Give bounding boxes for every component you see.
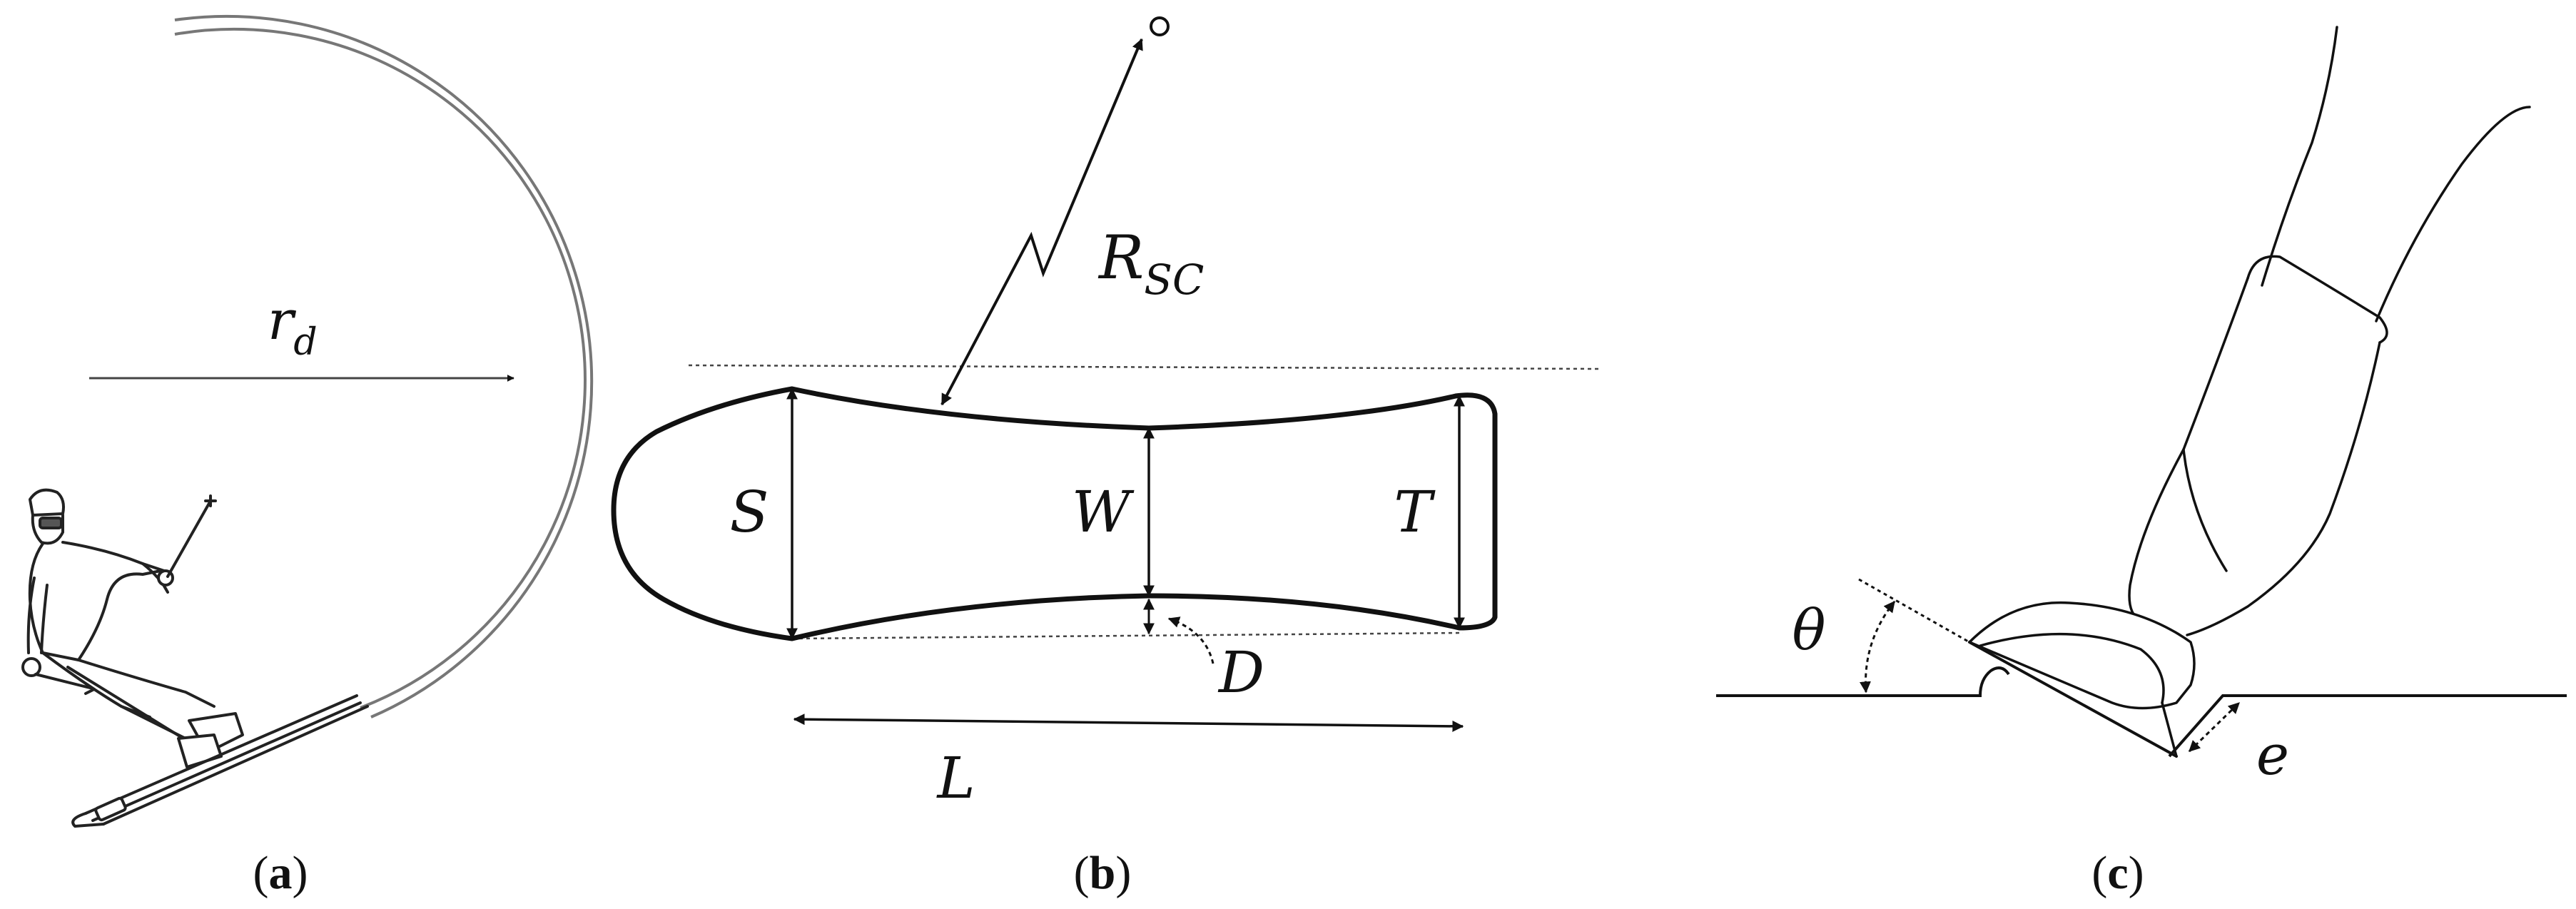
- turn-arc-outer: [174, 14, 594, 718]
- boot-and-leg: [1968, 26, 2531, 758]
- sidecut-radius-label: RSC: [1097, 223, 1204, 304]
- radius-label: rd: [268, 288, 318, 364]
- tangent-line-bottom: [791, 631, 1464, 640]
- caption-b: (b): [1074, 847, 1132, 899]
- snow-surface: [1716, 666, 2567, 758]
- panel-b: RSC S W T D L (b): [611, 16, 1599, 899]
- panel-a: rd: [21, 14, 594, 899]
- ski-outline: [611, 386, 1498, 641]
- turn-center-point: [1150, 16, 1170, 36]
- sidecut-radius-line: [940, 38, 1143, 406]
- skier-figure: [21, 488, 369, 828]
- caption-c: (c): [2091, 847, 2144, 899]
- sidecut-depth-label: D: [1217, 639, 1264, 706]
- edge-angle-arc: [1859, 600, 1896, 694]
- caption-a: (a): [253, 847, 308, 899]
- edge-angle-reference: [1858, 578, 1970, 644]
- tangent-line-top: [688, 364, 1599, 370]
- tail-width-label: T: [1394, 479, 1436, 545]
- length-arrow: [793, 714, 1464, 732]
- edge-penetration-label: e: [2256, 723, 2289, 788]
- shovel-width-label: S: [730, 479, 769, 545]
- turn-arc-inner: [174, 28, 587, 709]
- edge-angle-label: θ: [1792, 599, 1826, 663]
- edge-penetration-arrow: [2188, 701, 2241, 753]
- panel-c: θ e (c): [1716, 26, 2567, 899]
- length-label: L: [935, 745, 975, 811]
- waist-width-label: W: [1072, 479, 1135, 545]
- depth-pointer: [1167, 616, 1215, 664]
